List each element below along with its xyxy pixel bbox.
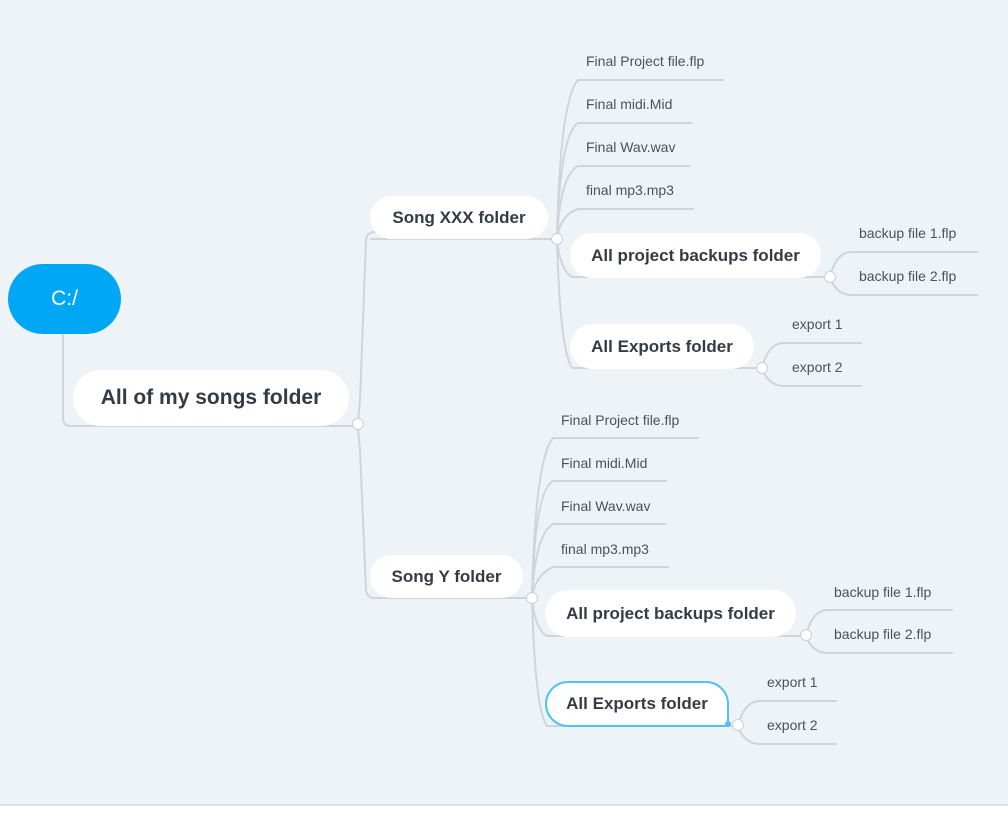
collapse-handle-all-songs[interactable] <box>352 418 364 430</box>
song-y-folder-node[interactable]: Song Y folder <box>370 555 523 598</box>
collapse-handle-backups-y[interactable] <box>800 629 812 641</box>
file-item[interactable]: Final Wav.wav <box>561 498 651 514</box>
file-item[interactable]: Final midi.Mid <box>561 455 648 471</box>
file-item[interactable]: final mp3.mp3 <box>586 182 674 198</box>
export-item[interactable]: export 1 <box>767 674 818 690</box>
root-node[interactable]: C:/ <box>8 264 121 334</box>
song-xxx-folder-node[interactable]: Song XXX folder <box>370 196 548 239</box>
song-xxx-backups-folder-node[interactable]: All project backups folder <box>570 233 821 278</box>
backup-file-item[interactable]: backup file 2.flp <box>834 626 932 642</box>
song-y-exports-folder-node-selected[interactable]: All Exports folder <box>545 681 729 727</box>
backup-file-item[interactable]: backup file 2.flp <box>859 268 957 284</box>
exports-folder-label: All Exports folder <box>591 336 733 356</box>
file-item[interactable]: Final midi.Mid <box>586 96 673 112</box>
song-xxx-folder-label: Song XXX folder <box>392 207 526 227</box>
song-y-folder-label: Song Y folder <box>391 566 502 586</box>
backup-file-item[interactable]: backup file 1.flp <box>859 225 957 241</box>
selection-resize-handle[interactable] <box>725 721 731 727</box>
export-item[interactable]: export 2 <box>767 717 818 733</box>
file-item[interactable]: Final Project file.flp <box>586 53 705 69</box>
collapse-handle-song-xxx[interactable] <box>551 233 563 245</box>
song-y-backups-folder-node[interactable]: All project backups folder <box>545 590 796 637</box>
backup-file-item[interactable]: backup file 1.flp <box>834 584 932 600</box>
file-item[interactable]: Final Wav.wav <box>586 139 676 155</box>
root-label: C:/ <box>51 287 78 310</box>
backups-folder-label: All project backups folder <box>566 603 775 623</box>
mindmap-canvas[interactable]: C:/ All of my songs folder Song XXX fold… <box>0 0 1008 806</box>
file-item[interactable]: final mp3.mp3 <box>561 541 649 557</box>
collapse-handle-exports-y[interactable] <box>732 719 744 731</box>
exports-folder-label: All Exports folder <box>566 694 708 713</box>
collapse-handle-exports-xxx[interactable] <box>756 362 768 374</box>
song-xxx-exports-folder-node[interactable]: All Exports folder <box>570 324 754 369</box>
all-songs-folder-node[interactable]: All of my songs folder <box>73 370 349 426</box>
all-songs-folder-label: All of my songs folder <box>100 386 322 409</box>
file-item[interactable]: Final Project file.flp <box>561 412 680 428</box>
backups-folder-label: All project backups folder <box>591 245 800 265</box>
collapse-handle-backups-xxx[interactable] <box>824 271 836 283</box>
export-item[interactable]: export 2 <box>792 359 843 375</box>
export-item[interactable]: export 1 <box>792 316 843 332</box>
collapse-handle-song-y[interactable] <box>526 592 538 604</box>
